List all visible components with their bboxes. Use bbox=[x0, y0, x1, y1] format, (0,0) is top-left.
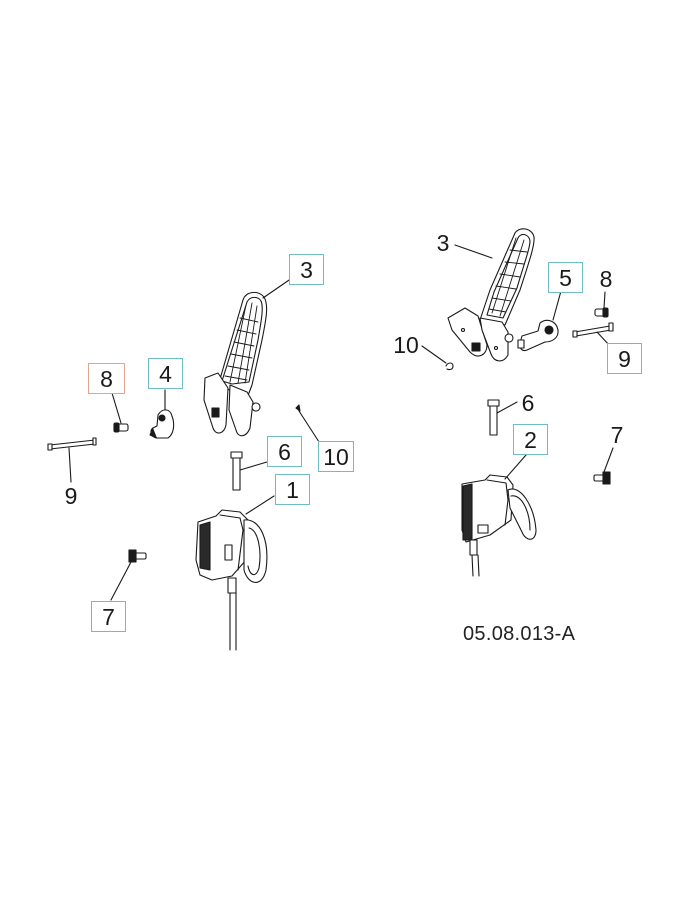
left-cam-bracket-part[interactable] bbox=[149, 409, 175, 439]
callout-left-3[interactable]: 3 bbox=[289, 254, 324, 285]
left-leader-6 bbox=[239, 461, 268, 471]
right-cam-bracket-part[interactable] bbox=[517, 319, 559, 352]
callout-left-6[interactable]: 6 bbox=[267, 436, 302, 467]
callout-left-4[interactable]: 4 bbox=[148, 358, 183, 389]
right-leader-2 bbox=[504, 454, 527, 480]
right-leader-3 bbox=[454, 244, 493, 259]
left-leader-7 bbox=[110, 561, 132, 601]
callout-right-7[interactable]: 7 bbox=[610, 422, 624, 448]
callout-right-8[interactable]: 8 bbox=[599, 266, 613, 292]
callout-right-10[interactable]: 10 bbox=[393, 332, 419, 358]
callout-right-6[interactable]: 6 bbox=[521, 390, 535, 416]
left-leader-3 bbox=[262, 277, 293, 299]
left-leader-1 bbox=[245, 495, 275, 515]
left-pin-part[interactable] bbox=[113, 422, 129, 433]
left-throttle-sensor-part[interactable] bbox=[195, 509, 268, 651]
callout-right-9[interactable]: 9 bbox=[607, 343, 642, 374]
callout-right-5[interactable]: 5 bbox=[548, 262, 583, 293]
left-pedal-part[interactable] bbox=[203, 291, 268, 437]
callout-right-2[interactable]: 2 bbox=[513, 424, 548, 455]
callout-left-7[interactable]: 7 bbox=[91, 601, 126, 632]
callout-left-10[interactable]: 10 bbox=[318, 441, 354, 472]
right-screw-part[interactable] bbox=[487, 399, 500, 436]
left-clip-part[interactable] bbox=[295, 404, 301, 412]
right-leader-10 bbox=[421, 345, 447, 364]
left-leader-8 bbox=[111, 392, 122, 424]
left-leader-9 bbox=[68, 447, 72, 483]
right-pedal-part[interactable] bbox=[447, 228, 535, 362]
callout-left-9[interactable]: 9 bbox=[64, 483, 78, 509]
right-leader-6 bbox=[496, 401, 518, 414]
right-leader-5 bbox=[552, 290, 562, 321]
left-long-bolt-part[interactable] bbox=[47, 437, 97, 451]
left-flange-bolt-part[interactable] bbox=[128, 549, 147, 563]
right-throttle-sensor-part[interactable] bbox=[461, 474, 537, 577]
right-pin-part[interactable] bbox=[594, 307, 609, 318]
right-leader-7 bbox=[603, 447, 614, 473]
left-leader-10 bbox=[298, 410, 322, 446]
figure-code: 05.08.013-A bbox=[463, 623, 576, 645]
right-clip-part[interactable] bbox=[445, 362, 454, 371]
callout-right-3[interactable]: 3 bbox=[436, 230, 450, 256]
right-long-bolt-part[interactable] bbox=[572, 322, 614, 338]
callout-left-8[interactable]: 8 bbox=[88, 363, 125, 394]
right-flange-bolt-part[interactable] bbox=[593, 471, 611, 485]
left-screw-part[interactable] bbox=[230, 451, 243, 491]
right-leader-8 bbox=[603, 291, 606, 309]
callout-left-1[interactable]: 1 bbox=[275, 474, 310, 505]
